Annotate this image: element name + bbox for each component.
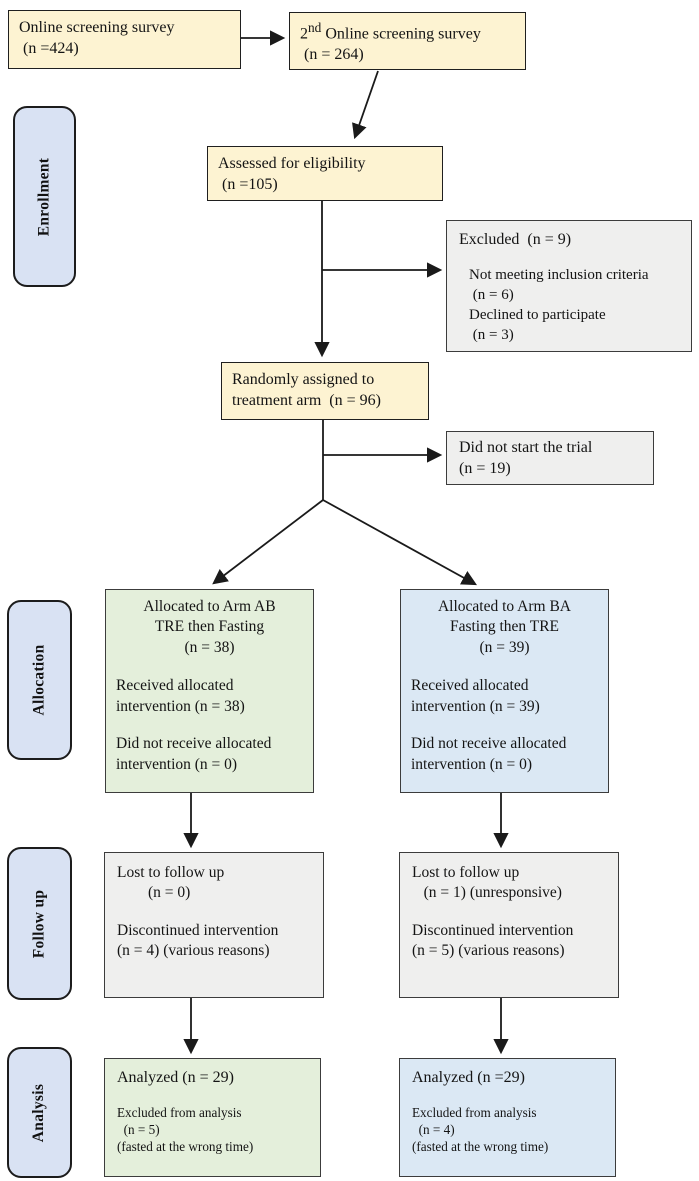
followup-ab-disc2: (n = 4) (various reasons) — [117, 942, 270, 960]
stage-label-allocation: Allocation — [7, 600, 72, 760]
box-excluded-title: Excluded (n = 9) — [459, 231, 572, 248]
alloc-ba-title2: Fasting then TRE — [449, 618, 560, 636]
box-second-screening-line2: (n = 264) — [300, 46, 364, 64]
box-randomly-assigned: Randomly assigned to treatment arm (n = … — [221, 362, 429, 420]
box-followup-ab: Lost to follow up (n = 0) Discontinued i… — [104, 852, 324, 998]
box-assessed-for-eligibility: Assessed for eligibility (n =105) — [207, 146, 443, 201]
alloc-ab-notreceived1: Did not receive allocated — [116, 735, 272, 753]
excluded-reason-1-n: (n = 6) — [469, 286, 514, 303]
stage-label-analysis-text: Analysis — [30, 1083, 48, 1142]
box-assessed-line2: (n =105) — [218, 176, 278, 194]
stage-label-followup-text: Follow up — [30, 889, 48, 958]
arrow-branch-to-arm-ab — [212, 499, 324, 585]
alloc-ba-notreceived2: intervention (n = 0) — [411, 755, 533, 773]
followup-ba-disc2: (n = 5) (various reasons) — [412, 942, 565, 960]
alloc-ba-received1: Received allocated — [411, 677, 529, 695]
followup-ba-disc1: Discontinued intervention — [412, 921, 574, 939]
box-allocated-arm-ab: Allocated to Arm AB TRE then Fasting (n … — [105, 589, 314, 793]
followup-ab-lost2: (n = 0) — [117, 884, 191, 902]
alloc-ba-title1: Allocated to Arm BA — [437, 598, 572, 615]
box-followup-ba: Lost to follow up (n = 1) (unresponsive)… — [399, 852, 619, 998]
followup-ba-lost1: Lost to follow up — [412, 864, 520, 881]
excluded-reason-2: Declined to participate — [469, 306, 606, 323]
analysis-ba-ex1: Excluded from analysis — [412, 1105, 537, 1121]
stage-label-followup: Follow up — [7, 847, 72, 1000]
alloc-ba-received2: intervention (n = 39) — [411, 697, 540, 715]
second-survey-ordinal: nd — [308, 20, 322, 35]
box-allocated-arm-ba: Allocated to Arm BA Fasting then TRE (n … — [400, 589, 609, 793]
box-did-not-start-line1: Did not start the trial — [459, 439, 593, 456]
analysis-ab-title: Analyzed (n = 29) — [117, 1069, 234, 1086]
box-did-not-start-line2: (n = 19) — [459, 460, 511, 478]
analysis-ab-ex1: Excluded from analysis — [117, 1105, 242, 1121]
followup-ab-lost1: Lost to follow up — [117, 864, 225, 881]
box-online-screening-line1: Online screening survey — [19, 19, 175, 36]
second-survey-number: 2 — [300, 25, 308, 43]
box-online-screening-line2: (n =424) — [19, 40, 79, 58]
alloc-ba-notreceived1: Did not receive allocated — [411, 735, 567, 753]
analysis-ab-ex2: (n = 5) — [117, 1122, 160, 1138]
alloc-ab-received2: intervention (n = 38) — [116, 697, 245, 715]
box-analysis-ab: Analyzed (n = 29) Excluded from analysis… — [104, 1058, 321, 1177]
alloc-ab-notreceived2: intervention (n = 0) — [116, 755, 238, 773]
arrow-branch-to-arm-ba — [322, 499, 478, 586]
analysis-ba-ex2: (n = 4) — [412, 1122, 455, 1138]
arrow-screen2-to-assessed — [352, 70, 379, 140]
analysis-ba-ex3: (fasted at the wrong time) — [412, 1139, 549, 1155]
box-excluded: Excluded (n = 9) Not meeting inclusion c… — [446, 220, 692, 352]
analysis-ba-title: Analyzed (n =29) — [412, 1069, 525, 1086]
stage-label-analysis: Analysis — [7, 1047, 72, 1178]
stage-label-enrollment: Enrollment — [13, 106, 76, 287]
box-did-not-start: Did not start the trial (n = 19) — [446, 431, 654, 485]
alloc-ba-title3: (n = 39) — [479, 638, 530, 656]
box-assessed-line1: Assessed for eligibility — [218, 155, 366, 172]
stage-label-allocation-text: Allocation — [30, 644, 48, 716]
box-analysis-ba: Analyzed (n =29) Excluded from analysis … — [399, 1058, 616, 1177]
alloc-ab-title1: Allocated to Arm AB — [143, 598, 276, 615]
alloc-ab-title3: (n = 38) — [184, 638, 235, 656]
alloc-ab-title2: TRE then Fasting — [154, 618, 265, 636]
followup-ab-disc1: Discontinued intervention — [117, 921, 279, 939]
box-randomized-line1: Randomly assigned to — [232, 371, 375, 388]
followup-ba-lost2: (n = 1) (unresponsive) — [412, 884, 562, 902]
box-second-screening-line1: 2nd Online screening survey — [300, 19, 519, 44]
box-second-screening-survey: 2nd Online screening survey (n = 264) — [289, 12, 526, 70]
box-randomized-line2: treatment arm (n = 96) — [232, 392, 381, 410]
box-online-screening-survey: Online screening survey (n =424) — [8, 10, 241, 69]
second-survey-rest: Online screening survey — [321, 25, 481, 43]
alloc-ab-received1: Received allocated — [116, 677, 234, 695]
excluded-reason-2-n: (n = 3) — [469, 326, 514, 343]
excluded-reason-1: Not meeting inclusion criteria — [469, 267, 649, 284]
analysis-ab-ex3: (fasted at the wrong time) — [117, 1139, 254, 1155]
stage-label-enrollment-text: Enrollment — [35, 157, 53, 236]
